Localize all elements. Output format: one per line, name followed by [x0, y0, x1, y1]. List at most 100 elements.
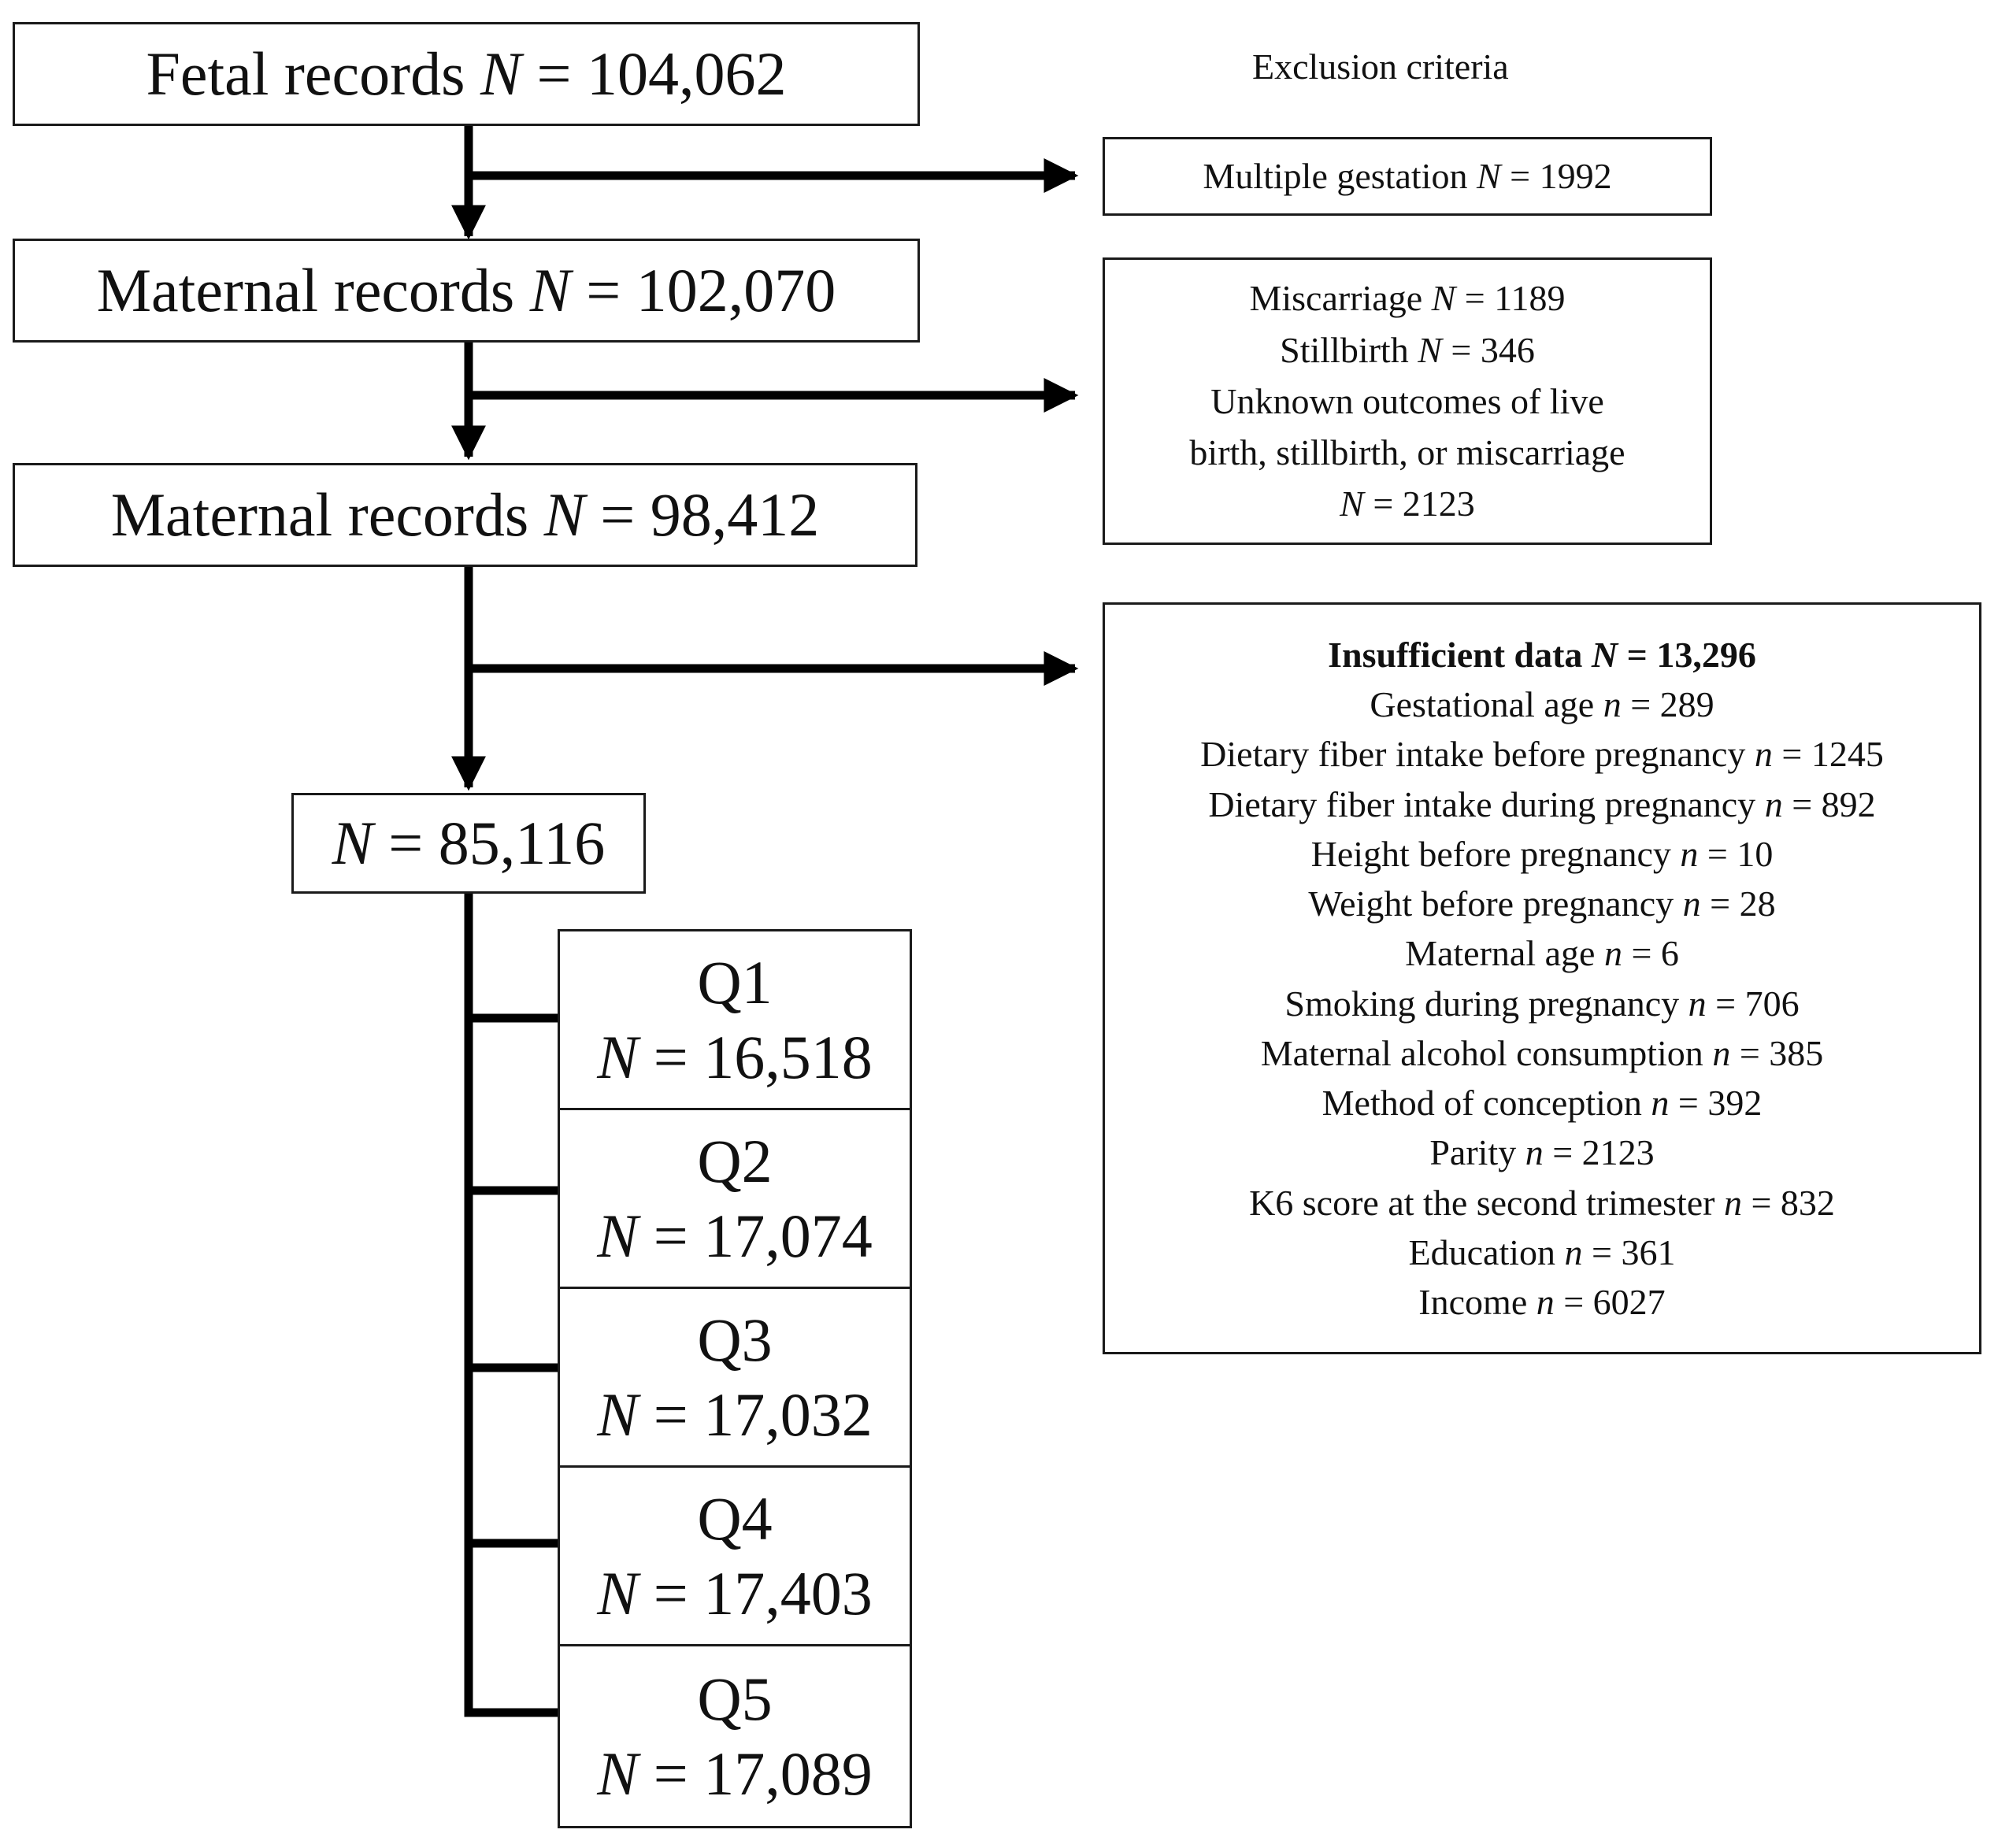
fetal-records-box: Fetal records N = 104,062 — [13, 22, 920, 126]
fetal-records-count: = 104,062 — [536, 39, 787, 108]
insufficient-item: Smoking during pregnancy n = 706 — [1284, 979, 1799, 1028]
quintile-box-q1: Q1 N = 16,518 — [558, 929, 912, 1110]
fetal-records-label: Fetal records — [146, 39, 465, 108]
quintile-label: Q5 — [697, 1664, 773, 1733]
exclusion-label: Stillbirth — [1280, 329, 1409, 370]
exclusion-count: = 1189 — [1464, 278, 1566, 319]
exclusion-var: N — [1340, 483, 1364, 524]
final-sample-box: N = 85,116 — [291, 793, 646, 894]
pregnancy-outcome-exclusion-box: Miscarriage N = 1189 Stillbirth N = 346 … — [1103, 257, 1712, 545]
exclusion-var: N — [1418, 329, 1442, 370]
insufficient-item: Dietary fiber intake during pregnancy n … — [1208, 780, 1875, 829]
maternal-records-box-2: Maternal records N = 98,412 — [13, 463, 917, 567]
quintile-bracket — [464, 894, 558, 1717]
final-sample-count: = 85,116 — [388, 809, 606, 877]
insufficient-item-label: Maternal alcohol consumption — [1260, 1032, 1703, 1073]
maternal-records-var-1: N — [529, 256, 571, 324]
quintile-count: = 17,074 — [653, 1202, 873, 1270]
insufficient-item-count: = 392 — [1677, 1083, 1763, 1123]
insufficient-item-count: = 385 — [1739, 1032, 1824, 1073]
insufficient-item-count: = 361 — [1592, 1231, 1676, 1272]
insufficient-item-var: n — [1723, 1182, 1742, 1223]
insufficient-item: K6 score at the second trimester n = 832 — [1249, 1178, 1835, 1228]
exclusion-line: birth, stillbirth, or miscarriage — [1189, 427, 1625, 478]
maternal-records-label-1: Maternal records — [96, 256, 515, 324]
quintile-label: Q2 — [697, 1126, 773, 1195]
quintile-box-q5: Q5 N = 17,089 — [558, 1644, 912, 1828]
quintile-box-q2: Q2 N = 17,074 — [558, 1108, 912, 1289]
quintile-count-line: N = 17,403 — [597, 1556, 873, 1631]
exclusion-label: Miscarriage — [1249, 278, 1423, 319]
insufficient-item-label: Education — [1408, 1231, 1556, 1272]
insufficient-item-label: K6 score at the second trimester — [1249, 1182, 1715, 1223]
maternal-records-var-2: N — [543, 480, 585, 549]
insufficient-item-count: = 6 — [1631, 933, 1679, 974]
exclusion-var: N — [1431, 278, 1456, 319]
insufficient-item: Method of conception n = 392 — [1322, 1078, 1763, 1128]
quintile-label: Q1 — [697, 947, 773, 1017]
insufficient-item-var: n — [1603, 933, 1622, 974]
maternal-records-count-2: = 98,412 — [600, 480, 820, 549]
final-sample-var: N — [332, 809, 373, 877]
insufficient-item-var: n — [1764, 783, 1783, 824]
quintile-count: = 17,403 — [653, 1559, 873, 1628]
insufficient-item-label: Dietary fiber intake before pregnancy — [1200, 734, 1746, 775]
exclusion-count: = 2123 — [1373, 483, 1475, 524]
quintile-count: = 16,518 — [653, 1023, 873, 1091]
quintile-count-line: N = 17,032 — [597, 1377, 873, 1452]
insufficient-item-var: n — [1564, 1231, 1583, 1272]
insufficient-item-var: n — [1651, 1083, 1670, 1123]
multiple-gestation-box: Multiple gestation N = 1992 — [1103, 137, 1712, 216]
insufficient-item-var: n — [1525, 1132, 1544, 1173]
quintile-box-q3: Q3 N = 17,032 — [558, 1287, 912, 1468]
insufficient-item-label: Weight before pregnancy — [1308, 883, 1674, 924]
insufficient-item: Education n = 361 — [1409, 1228, 1676, 1277]
insufficient-item-var: n — [1536, 1282, 1555, 1322]
insufficient-item-label: Maternal age — [1405, 933, 1596, 974]
insufficient-item-var: n — [1754, 734, 1773, 775]
quintile-count-line: N = 16,518 — [597, 1020, 873, 1094]
multiple-gestation-count: = 1992 — [1510, 156, 1612, 197]
multiple-gestation-line: Multiple gestation N = 1992 — [1203, 150, 1611, 202]
quintile-count: = 17,089 — [653, 1739, 873, 1808]
insufficient-data-var: N — [1591, 634, 1618, 675]
quintile-var: N — [597, 1202, 639, 1270]
quintile-var: N — [597, 1559, 639, 1628]
insufficient-item: Parity n = 2123 — [1429, 1128, 1654, 1177]
insufficient-item-count: = 28 — [1710, 883, 1776, 924]
quintile-var: N — [597, 1739, 639, 1808]
insufficient-item-label: Dietary fiber intake during pregnancy — [1208, 783, 1756, 824]
insufficient-item: Height before pregnancy n = 10 — [1311, 829, 1774, 879]
insufficient-item-label: Income — [1418, 1282, 1528, 1322]
insufficient-item: Dietary fiber intake before pregnancy n … — [1200, 729, 1884, 779]
insufficient-item: Maternal age n = 6 — [1405, 928, 1679, 978]
insufficient-item-label: Height before pregnancy — [1310, 833, 1671, 874]
exclusion-label: birth, stillbirth, or miscarriage — [1189, 432, 1625, 473]
exclusion-line: Stillbirth N = 346 — [1280, 324, 1535, 376]
insufficient-item-count: = 10 — [1707, 833, 1774, 874]
quintile-count-line: N = 17,074 — [597, 1198, 873, 1273]
insufficient-item-count: = 892 — [1792, 783, 1876, 824]
insufficient-item-var: n — [1680, 833, 1699, 874]
maternal-records-label-2: Maternal records — [110, 480, 529, 549]
quintile-count-line: N = 17,089 — [597, 1736, 873, 1811]
insufficient-item-count: = 706 — [1715, 983, 1800, 1024]
exclusion-criteria-heading: Exclusion criteria — [1252, 46, 1509, 87]
maternal-records-box-1: Maternal records N = 102,070 — [13, 239, 920, 343]
insufficient-item-var: n — [1712, 1032, 1731, 1073]
quintile-var: N — [597, 1023, 639, 1091]
exclusion-line: Unknown outcomes of live — [1210, 376, 1604, 427]
exclusion-label: Unknown outcomes of live — [1210, 380, 1604, 421]
quintile-box-q4: Q4 N = 17,403 — [558, 1465, 912, 1646]
quintile-var: N — [597, 1380, 639, 1449]
insufficient-item-var: n — [1682, 883, 1701, 924]
insufficient-item-count: = 832 — [1751, 1182, 1835, 1223]
fetal-records-var: N — [480, 39, 522, 108]
quintile-label: Q4 — [697, 1483, 773, 1553]
exclusion-line: N = 2123 — [1340, 478, 1475, 529]
multiple-gestation-label: Multiple gestation — [1203, 156, 1468, 197]
insufficient-item-var: n — [1603, 684, 1622, 724]
insufficient-item: Maternal alcohol consumption n = 385 — [1261, 1028, 1824, 1078]
insufficient-item-label: Gestational age — [1370, 684, 1595, 724]
